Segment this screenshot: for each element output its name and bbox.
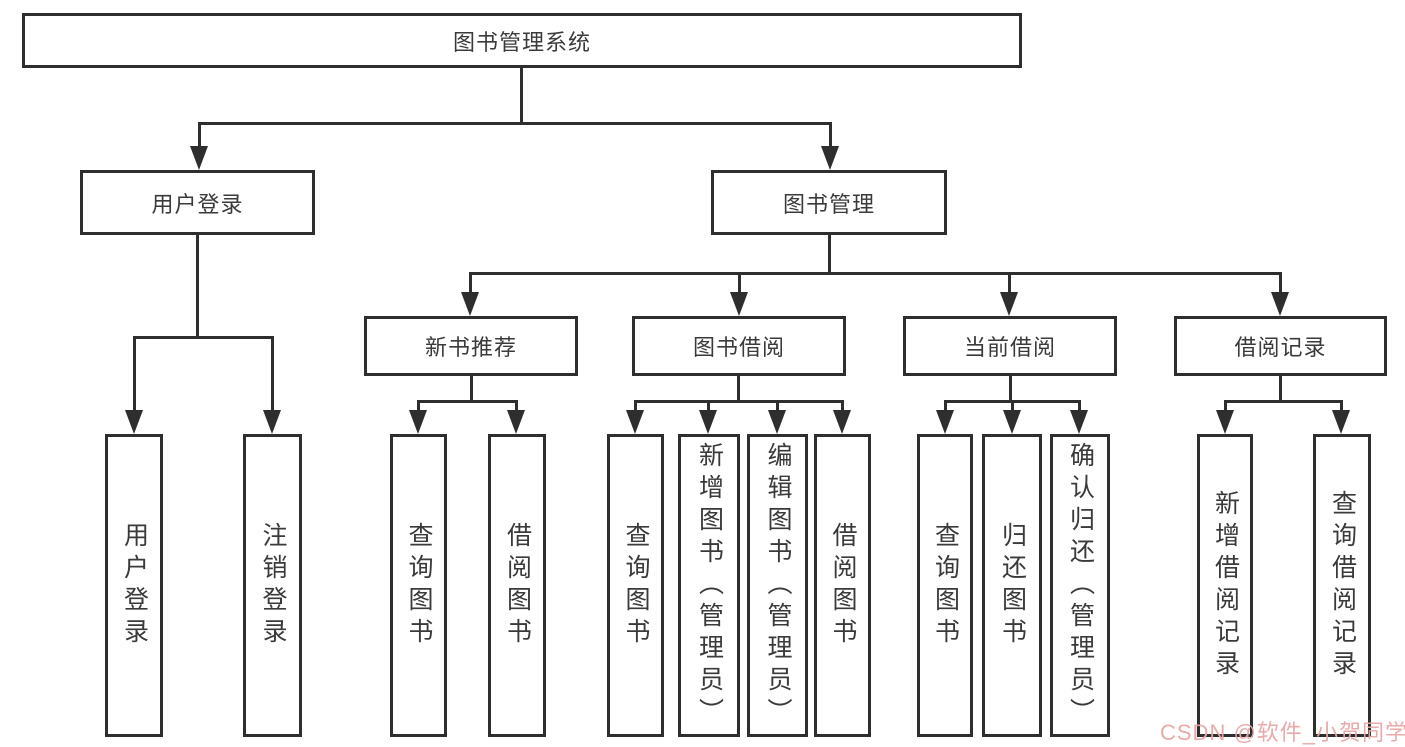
connector-drop: [1078, 400, 1081, 410]
arrow-down-icon: [1332, 410, 1350, 434]
leaf-borrow-book-recommend: 借阅图书: [488, 434, 546, 737]
connector-drop: [1011, 400, 1014, 410]
arrow-down-icon: [1070, 410, 1088, 434]
node-user-login: 用户登录: [80, 170, 315, 235]
leaf-query-borrow-record: 查询借阅记录: [1313, 434, 1371, 737]
connector-user-login-stem: [196, 235, 199, 336]
leaf-return-book: 归还图书: [982, 434, 1042, 737]
connector-drop: [515, 400, 518, 410]
connector-current-borrow-stem: [1009, 376, 1012, 400]
arrow-down-icon: [1000, 292, 1018, 316]
leaf-add-borrow-record: 新增借阅记录: [1197, 434, 1253, 737]
arrow-down-icon: [1216, 410, 1234, 434]
arrow-down-icon: [821, 146, 839, 170]
leaf-query-book-recommend: 查询图书: [390, 434, 447, 737]
leaf-label: 借阅图书: [829, 521, 857, 650]
leaf-label: 查询借阅记录: [1328, 489, 1357, 682]
connector-drop: [776, 400, 779, 410]
node-current-borrow: 当前借阅: [903, 316, 1117, 376]
node-label: 当前借阅: [963, 335, 1056, 360]
leaf-label: 查询图书: [931, 521, 960, 650]
arrow-down-icon: [507, 410, 525, 434]
leaf-label: 新增图书（管理员）: [695, 441, 724, 730]
arrow-down-icon: [626, 410, 644, 434]
leaf-label: 归还图书: [998, 521, 1027, 650]
leaf-label: 查询图书: [622, 521, 650, 650]
connector-drop: [1340, 400, 1343, 410]
leaf-label: 查询图书: [405, 521, 433, 650]
node-library-management-system: 图书管理系统: [22, 13, 1022, 68]
arrow-down-icon: [190, 146, 208, 170]
connector-root-bus: [198, 122, 832, 125]
connector-drop-leaf-user-login: [133, 336, 136, 410]
arrow-down-icon: [730, 292, 748, 316]
node-label: 用户登录: [151, 191, 244, 217]
connector-book-management-stem: [828, 235, 831, 272]
connector-drop-book-borrow: [738, 272, 741, 294]
leaf-edit-book-admin: 编辑图书（管理员）: [747, 434, 808, 737]
node-book-management: 图书管理: [711, 170, 947, 235]
connector-book-borrow-bus: [634, 400, 843, 403]
connector-drop-book-management: [829, 122, 832, 148]
connector-drop: [417, 400, 420, 410]
connector-drop-current-borrow: [1008, 272, 1011, 294]
leaf-label: 确认归还（管理员）: [1066, 441, 1095, 730]
leaf-label: 编辑图书（管理员）: [764, 441, 792, 730]
connector-user-login-bus: [133, 336, 274, 339]
leaf-user-login: 用户登录: [105, 434, 163, 737]
leaf-add-book-admin: 新增图书（管理员）: [678, 434, 740, 737]
leaf-confirm-return-admin: 确认归还（管理员）: [1050, 434, 1110, 737]
arrow-down-icon: [936, 410, 954, 434]
leaf-label: 借阅图书: [503, 521, 532, 650]
node-new-book-recommend: 新书推荐: [364, 316, 578, 376]
connector-drop-borrow-records: [1279, 272, 1282, 294]
connector-drop-leaf-logout: [271, 336, 274, 410]
connector-root-stem: [520, 68, 523, 122]
node-label: 新书推荐: [424, 335, 517, 360]
connector-borrow-records-bus: [1224, 400, 1342, 403]
arrow-down-icon: [409, 410, 427, 434]
arrow-down-icon: [125, 410, 143, 434]
arrow-down-icon: [263, 410, 281, 434]
connector-new-book-bus: [417, 400, 518, 403]
leaf-logout: 注销登录: [243, 434, 302, 737]
arrow-down-icon: [699, 410, 717, 434]
arrow-down-icon: [461, 292, 479, 316]
node-label: 借阅记录: [1234, 335, 1327, 360]
connector-drop: [634, 400, 637, 410]
connector-drop-new-book: [469, 272, 472, 294]
leaf-query-book-current: 查询图书: [917, 434, 973, 737]
node-borrow-records: 借阅记录: [1174, 316, 1387, 376]
leaf-query-book-borrow: 查询图书: [607, 434, 664, 737]
leaf-label: 注销登录: [259, 521, 287, 650]
node-label: 图书管理: [782, 191, 875, 217]
connector-drop: [1224, 400, 1227, 410]
arrow-down-icon: [1003, 410, 1021, 434]
leaf-borrow-book: 借阅图书: [814, 434, 871, 737]
connector-borrow-records-stem: [1279, 376, 1282, 400]
connector-book-management-bus: [469, 272, 1282, 275]
arrow-down-icon: [1271, 292, 1289, 316]
leaf-label: 新增借阅记录: [1211, 489, 1240, 682]
connector-drop: [944, 400, 947, 410]
connector-book-borrow-stem: [737, 376, 740, 400]
connector-drop: [841, 400, 844, 410]
connector-drop-user-login: [198, 122, 201, 148]
arrow-down-icon: [833, 410, 851, 434]
connector-new-book-stem: [470, 376, 473, 400]
node-label: 图书借阅: [692, 335, 785, 360]
connector-drop: [707, 400, 710, 410]
node-label: 图书管理系统: [452, 29, 591, 55]
arrow-down-icon: [768, 410, 786, 434]
leaf-label: 用户登录: [120, 521, 149, 650]
node-book-borrow: 图书借阅: [632, 316, 846, 376]
